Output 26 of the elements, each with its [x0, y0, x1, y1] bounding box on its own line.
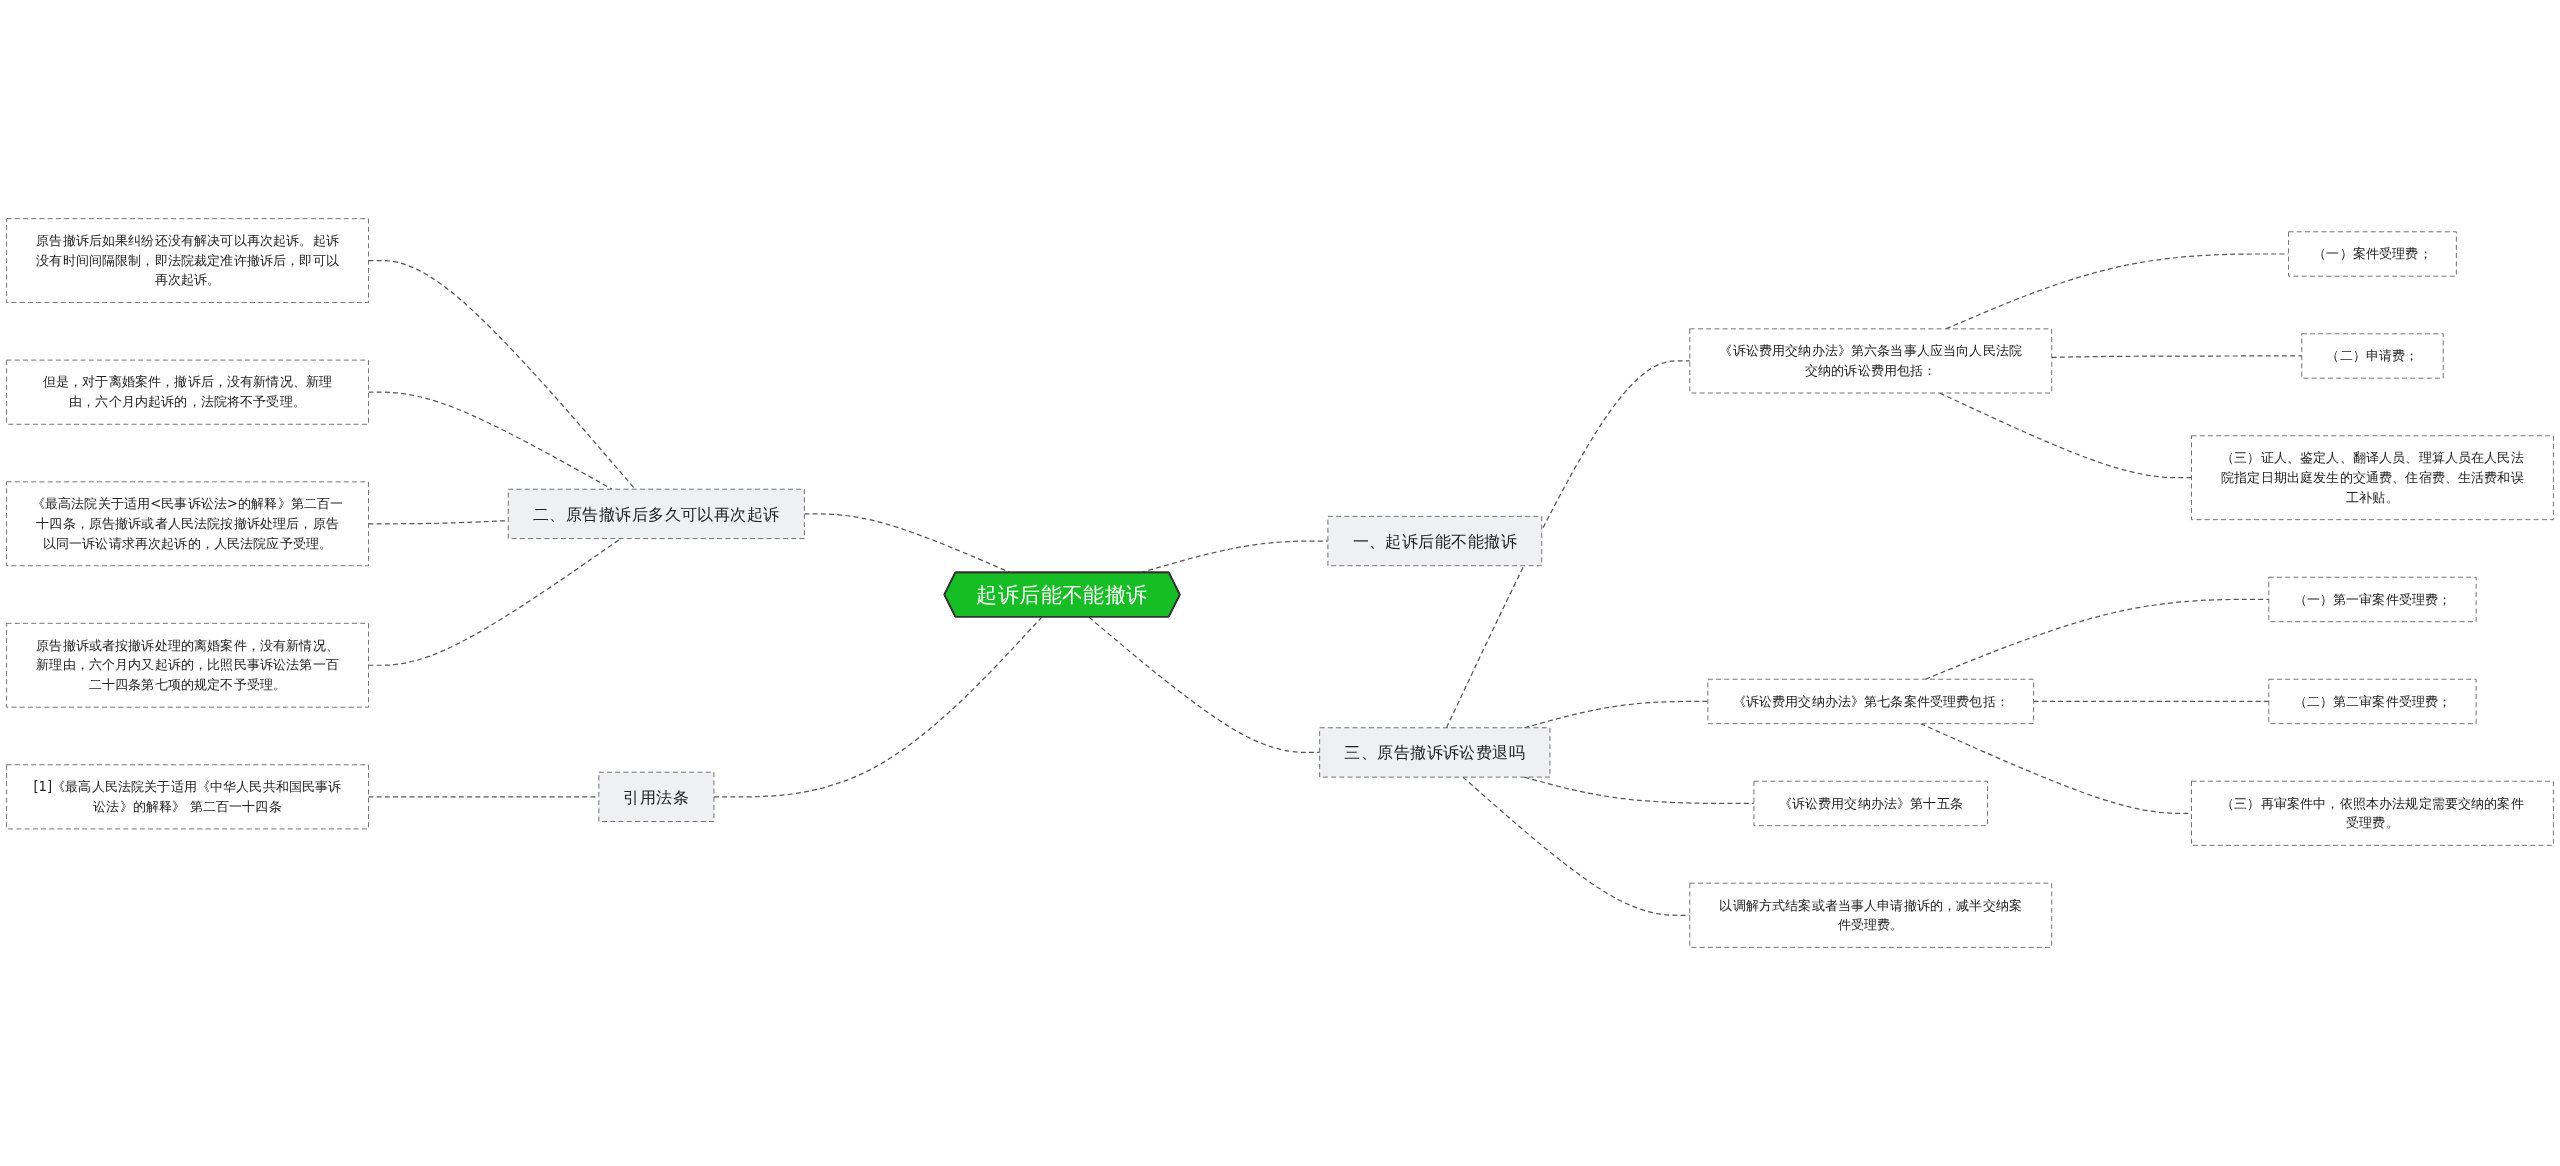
- node-box: 一、起诉后能不能撤诉: [1327, 515, 1543, 567]
- connector: [1445, 360, 1691, 729]
- connector: [367, 537, 622, 666]
- connector: [2032, 700, 2270, 703]
- node-box: [1]《最高人民法院关于适用《中华人民共和国民事诉讼法》的解释》 第二百一十四条: [6, 764, 369, 830]
- node-box: （一）案件受理费；: [2288, 231, 2457, 277]
- node-box: 但是，对于离婚案件，撤诉后，没有新情况、新理由，六个月内起诉的，法院将不予受理。: [6, 359, 369, 425]
- node-box: 二、原告撤诉后多久可以再次起诉: [507, 488, 805, 539]
- node-box: （三）证人、鉴定人、翻译人员、理算人员在人民法院指定日期出庭发生的交通费、住宿费、生活费和误工补贴。: [2191, 435, 2554, 521]
- node-box: 原告撤诉后如果纠纷还没有解决可以再次起诉。起诉没有时间间隔限制，即法院裁定准许撤诉后，即可以再次起诉。: [6, 218, 369, 303]
- node-box: （二）第二审案件受理费；: [2268, 678, 2477, 725]
- node-box: （一）第一审案件受理费；: [2268, 576, 2477, 623]
- connector: [1088, 616, 1321, 754]
- node-box: 《最高法院关于适用<民事诉讼法>的解释》第二百一十四条，原告撤诉或者人民法院按撤诉处理后，原告以同一诉讼请求再次起诉的，人民法院应予受理。: [6, 481, 369, 567]
- node-box: 三、原告撤诉诉讼费退吗: [1319, 727, 1551, 778]
- node-box: 《诉讼费用交纳办法》第六条当事人应当向人民法院交纳的诉讼费用包括：: [1689, 328, 2053, 394]
- connector: [367, 391, 613, 490]
- node-box: 以调解方式结案或者当事人申请撤诉的，减半交纳案件受理费。: [1689, 882, 2053, 948]
- node-box: （二）申请费；: [2301, 333, 2444, 379]
- node-box: 原告撤诉或者按撤诉处理的离婚案件，没有新情况、新理由，六个月内又起诉的，比照民事诉讼法第一百二十四条第七项的规定不予受理。: [6, 622, 369, 708]
- node-box: （三）再审案件中，依照本办法规定需要交纳的案件受理费。: [2191, 780, 2554, 846]
- connector: [367, 259, 636, 490]
- node-box: 《诉讼费用交纳办法》第七条案件受理费包括：: [1707, 678, 2034, 725]
- connector: [1924, 598, 2270, 680]
- node-box: 《诉讼费用交纳办法》第十五条: [1753, 780, 1988, 827]
- node-box: 引用法条: [598, 771, 715, 822]
